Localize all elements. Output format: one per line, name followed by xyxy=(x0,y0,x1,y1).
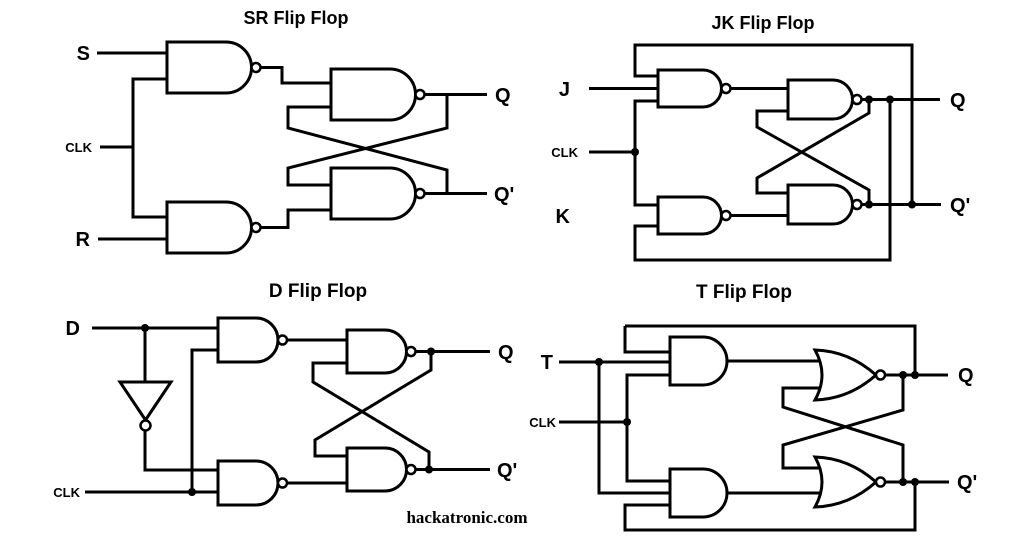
d-output-q-label: Q xyxy=(498,342,514,364)
d-wires xyxy=(85,326,490,494)
d-nand4-bubble xyxy=(405,463,417,476)
t-output-qbar-label: Q' xyxy=(957,472,977,494)
d-inverter-bubble xyxy=(139,419,152,432)
jk-nand4-bubble xyxy=(851,198,863,211)
jk-nand1-gate xyxy=(656,68,723,109)
sr-nand2-gate xyxy=(165,200,253,255)
sr-wires xyxy=(97,51,487,241)
d-output-qbar-label: Q' xyxy=(497,460,517,482)
sr-nand3-bubble xyxy=(414,88,426,101)
jk-output-q-label: Q xyxy=(950,90,966,112)
sr-nand1-bubble xyxy=(250,61,262,74)
jk-flip-flop-circuit: JK Flip Flop J CLK K Q Q' xyxy=(551,13,970,262)
jk-nand2-bubble xyxy=(720,209,732,222)
t-flip-flop-circuit: T Flip Flop T CLK Q Q' xyxy=(529,282,977,532)
sr-output-qbar-label: Q' xyxy=(494,184,514,206)
jk-wires xyxy=(589,43,941,262)
d-nand3-gate xyxy=(345,328,408,375)
sr-input-clk-label: CLK xyxy=(65,140,92,155)
jk-nand4-gate xyxy=(786,183,854,226)
d-flip-flop-circuit: D Flip Flop D CLK Q Q' xyxy=(53,281,517,507)
sr-output-q-label: Q xyxy=(495,85,511,107)
jk-output-qbar-label: Q' xyxy=(950,195,970,217)
jk-junction-dots xyxy=(631,95,916,209)
t-nor1-gate xyxy=(812,348,879,402)
t-nor1-bubble xyxy=(874,369,887,381)
jk-input-k-label: K xyxy=(556,206,571,228)
d-nand1-bubble xyxy=(276,334,289,346)
t-title: T Flip Flop xyxy=(696,282,792,303)
sr-input-r-label: R xyxy=(76,229,91,251)
sr-title: SR Flip Flop xyxy=(244,8,349,28)
t-wires xyxy=(559,324,949,532)
jk-input-j-label: J xyxy=(559,79,570,101)
d-title: D Flip Flop xyxy=(269,281,367,302)
t-nor2-bubble xyxy=(874,476,887,488)
d-input-d-label: D xyxy=(66,318,80,340)
sr-input-s-label: S xyxy=(77,43,90,65)
jk-input-clk-label: CLK xyxy=(551,145,578,160)
t-and1-gate xyxy=(668,335,729,387)
jk-nand3-gate xyxy=(786,78,854,121)
sr-nand4-gate xyxy=(329,166,417,221)
d-nand4-gate xyxy=(345,446,408,493)
d-nand1-gate xyxy=(216,316,280,364)
t-nor2-gate xyxy=(812,455,879,509)
d-input-clk-label: CLK xyxy=(53,485,80,500)
sr-flip-flop-circuit: SR Flip Flop S CLK R Q Q' xyxy=(65,8,514,255)
sr-nand1-gate xyxy=(165,40,253,95)
sr-nand3-gate xyxy=(329,67,417,122)
d-nand2-bubble xyxy=(276,477,289,489)
d-inverter-gate xyxy=(117,380,174,423)
d-junction-dots xyxy=(141,324,435,496)
t-and2-gate xyxy=(668,467,729,519)
jk-nand2-gate xyxy=(656,195,723,236)
t-input-t-label: T xyxy=(541,352,553,374)
watermark-text: hackatronic.com xyxy=(406,508,527,527)
t-junction-dots xyxy=(595,358,919,486)
d-nand2-gate xyxy=(216,459,280,507)
jk-title: JK Flip Flop xyxy=(712,13,815,33)
t-output-q-label: Q xyxy=(958,365,974,387)
sr-nand2-bubble xyxy=(250,221,262,234)
d-nand3-bubble xyxy=(405,345,417,358)
jk-nand1-bubble xyxy=(720,82,732,95)
jk-nand3-bubble xyxy=(851,93,863,106)
t-input-clk-label: CLK xyxy=(529,415,556,430)
sr-nand4-bubble xyxy=(414,187,426,200)
